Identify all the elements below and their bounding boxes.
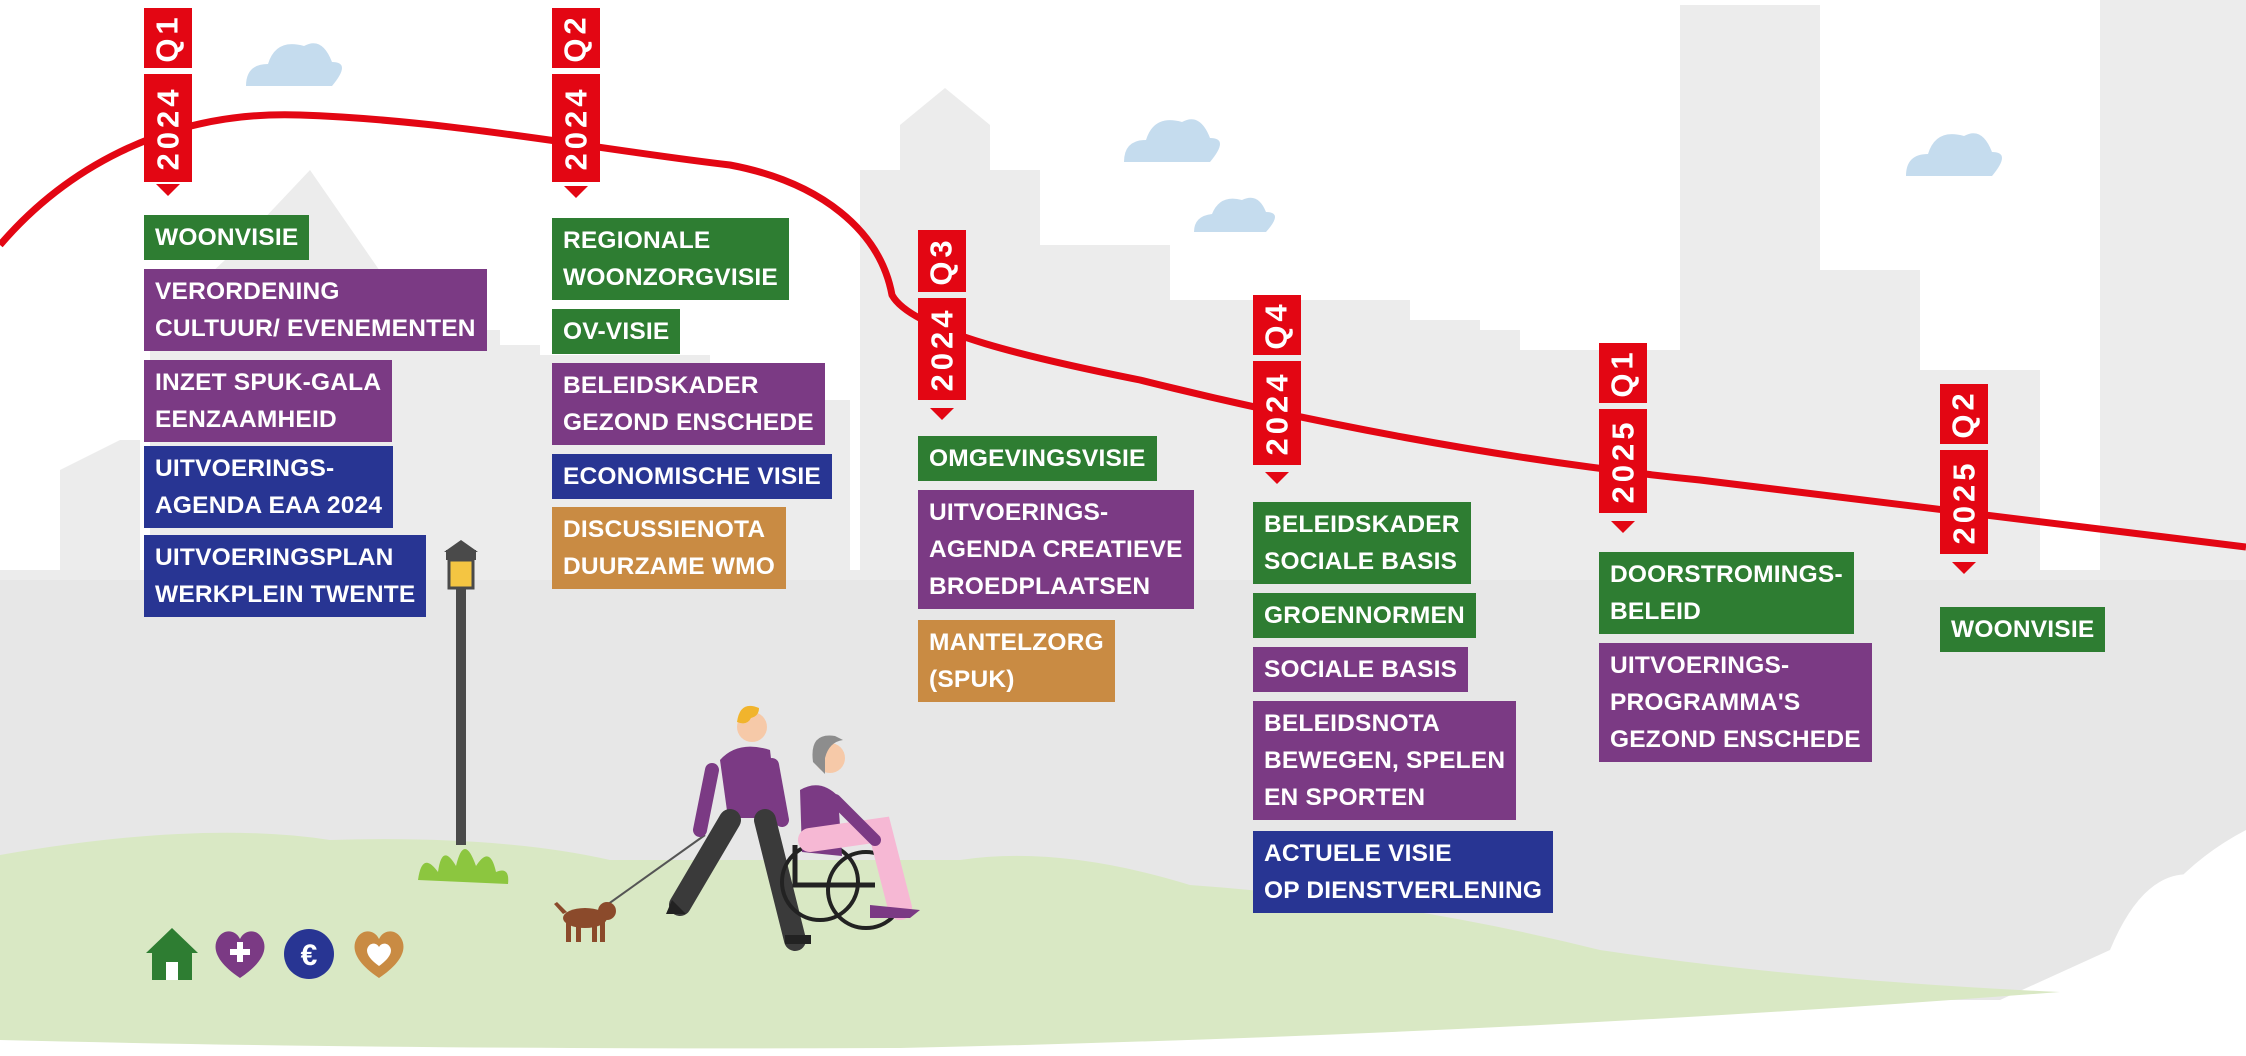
milestone-card: UITVOERINGS-AGENDA EAA 2024	[144, 446, 394, 528]
year-label: 2024	[552, 74, 600, 182]
svg-text:€: €	[301, 939, 318, 972]
quarter-label: Q4	[1253, 295, 1301, 355]
year-label: 2024	[1253, 361, 1301, 465]
year-label: 2024	[918, 298, 966, 400]
quarter-label: Q1	[1599, 343, 1647, 403]
marker-arrow	[930, 408, 954, 420]
quarter-label: Q3	[918, 230, 966, 292]
quarter-label: Q2	[552, 8, 600, 68]
marker-arrow	[1952, 562, 1976, 574]
euro-icon: €	[284, 929, 334, 979]
cloud-icon	[246, 43, 2002, 232]
year-label: 2025	[1940, 450, 1988, 554]
marker-arrow	[564, 186, 588, 198]
marker-arrow	[1611, 521, 1635, 533]
walking-man	[666, 705, 811, 951]
milestone-card: WOONVISIE	[1940, 607, 2106, 652]
year-label: 2025	[1599, 409, 1647, 513]
street-lamp	[418, 540, 509, 884]
heart-icon	[354, 931, 404, 978]
timeline-curve	[0, 111, 2246, 551]
quarter-label: Q1	[144, 8, 192, 68]
dog-icon	[554, 902, 616, 942]
marker-arrow	[1265, 472, 1289, 484]
milestone-card: MANTELZORG(SPUK)	[918, 620, 1115, 702]
milestone-card: OMGEVINGSVISIE	[918, 436, 1157, 481]
house-icon	[146, 928, 198, 980]
milestone-card: OV-VISIE	[552, 309, 681, 354]
milestone-card: ECONOMISCHE VISIE	[552, 454, 832, 499]
milestone-card: WOONVISIE	[144, 215, 310, 260]
people-illustration	[554, 705, 920, 951]
quarter-label: Q2	[1940, 384, 1988, 444]
park-lawn	[0, 832, 2060, 1049]
milestone-card: SOCIALE BASIS	[1253, 647, 1469, 692]
marker-arrow	[156, 184, 180, 196]
milestone-card: GROENNORMEN	[1253, 593, 1476, 638]
year-label: 2024	[144, 74, 192, 182]
milestone-card: DOORSTROMINGS-BELEID	[1599, 552, 1854, 634]
heart-plus-icon	[215, 931, 265, 978]
wheelchair-person	[780, 735, 920, 930]
